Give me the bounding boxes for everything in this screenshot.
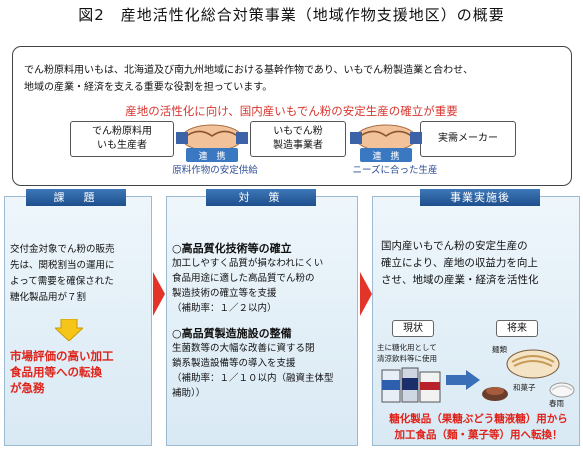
outcome-conclusion: 糖化製品（果糖ぶどう糖液糖）用から 加工食品（麺・菓子等）用へ転換！ [376,411,581,443]
actor-potato-producers-line-2: いも生産者 [97,140,147,151]
handshake-icon-2: 連 携 [350,124,422,162]
measure-2-line-3: （補助率：１／１０以内（融資主体型 [172,373,334,384]
issues-line-4: 糖化製品用が７割 [10,292,87,303]
overview-highlight: 産地の活性化に向け、国内産いもでん粉の安定生産の確立が重要 [125,104,458,118]
issues-header: 課 題 [26,189,126,206]
measure-2-text: 生菌数等の大幅な改善に資する閉 鎖系製造設備等の導入を支援 （補助率：１／１０以… [172,341,352,401]
arrow-right-icon-2 [360,272,372,316]
actor-starch-manufacturers-line-1: いもでん粉 [273,126,323,137]
measure-2-heading: ○高品質製造施設の整備 [172,327,292,340]
measure-1-line-2: 食品用途に適した高品質でん粉の [172,273,315,284]
measures-panel [166,196,358,446]
measure-1-text: 加工しやすく品質が損なわれにくい 食品用途に適した高品質でん粉の 製造技術の確立… [172,256,352,316]
handshake-label-1: 連 携 [198,150,225,162]
outcome-text: 国内産いもでん粉の安定生産の 確立により、産地の収益力を向上 させ、地域の産業・… [381,238,581,289]
actor-starch-manufacturers: いもでん粉 製造事業者 [250,121,346,157]
issues-conclusion-line-3: が急務 [10,381,45,395]
wagashi-icon [482,387,508,401]
measure-2-line-2: 鎖系製造設備等の導入を支援 [172,358,296,369]
measure-1-line-3: 製造技術の確立等を支援 [172,288,277,299]
actor-potato-producers: でん粉原料用 いも生産者 [70,121,174,157]
overview-text: でん粉原料用いもは、北海道及び南九州地域における基幹作物であり、いもでん粉製造業… [24,62,564,96]
outcome-header: 事業実施後 [420,189,540,206]
diagram-title: 図2 産地活性化総合対策事業（地域作物支援地区）の概要 [78,6,505,24]
future-note-wagashi: 和菓子 [513,383,536,392]
link-label-supply: 原料作物の安定供給 [172,165,258,176]
future-tag: 将来 [496,320,538,337]
overview-line-1: でん粉原料用いもは、北海道及び南九州地域における基幹作物であり、いもでん粉製造業… [24,65,474,76]
outcome-line-2: 確立により、産地の収益力を向上 [381,257,538,269]
issues-line-3: よって需要を確保された [10,276,114,287]
outcome-conclusion-line-1: 糖化製品（果糖ぶどう糖液糖）用から [389,413,568,425]
issues-panel [4,196,152,446]
measure-1-line-1: 加工しやすく品質が損なわれにくい [172,258,324,269]
measures-header: 対 策 [206,189,316,206]
measure-1-heading: ○高品質化技術等の確立 [172,242,292,255]
future-note-harusame: 春雨 [549,399,564,408]
arrow-right-icon [153,272,165,316]
issues-conclusion: 市場評価の高い加工 食品用等への転換 が急務 [10,348,140,396]
down-arrow-icon [55,319,83,341]
outcome-line-3: させ、地域の産業・経済を活性化 [381,274,539,286]
future-note-noodles: 麺類 [492,345,507,354]
measure-1-line-4: （補助率：１／２以内） [172,303,277,314]
beverage-products-icon [381,367,441,403]
outcome-conclusion-line-2: 加工食品（麺・菓子等）用へ転換！ [394,429,563,441]
current-note-line-1: 主に糖化用として [377,343,437,352]
overview-line-2: 地域の産業・経済を支える重要な役割を担っています。 [24,82,273,93]
issues-line-1: 交付金対象でん粉の販売 [10,244,115,255]
outcome-header-label: 事業実施後 [450,191,510,204]
overview-box [12,46,572,186]
issues-line-2: 先は、関税割当の運用に [10,260,115,271]
current-note-line-2: 清涼飲料等に使用 [377,354,437,363]
transition-arrow-icon [446,370,480,390]
issues-text: 交付金対象でん粉の販売 先は、関税割当の運用に よって需要を確保された 糖化製品… [10,242,134,306]
current-note: 主に糖化用として 清涼飲料等に使用 [377,342,437,364]
handshake-icon: 連 携 [176,124,248,162]
actor-potato-producers-line-1: でん粉原料用 [92,126,152,137]
noodle-bowl-icon [506,349,560,379]
handshake-label-2: 連 携 [372,150,399,162]
link-label-needs: ニーズに合った生産 [352,165,438,176]
issues-conclusion-line-1: 市場評価の高い加工 [10,349,114,363]
measure-2-line-1: 生菌数等の大幅な改善に資する閉 [172,343,315,354]
issues-conclusion-line-2: 食品用等への転換 [10,365,102,379]
current-tag: 現状 [392,320,434,337]
actor-demand-makers: 実需メーカー [420,121,516,157]
measure-2-line-4: 補助）） [172,388,206,399]
harusame-icon [549,382,575,398]
actor-starch-manufacturers-line-2: 製造事業者 [273,140,323,151]
outcome-line-1: 国内産いもでん粉の安定生産の [381,240,528,252]
